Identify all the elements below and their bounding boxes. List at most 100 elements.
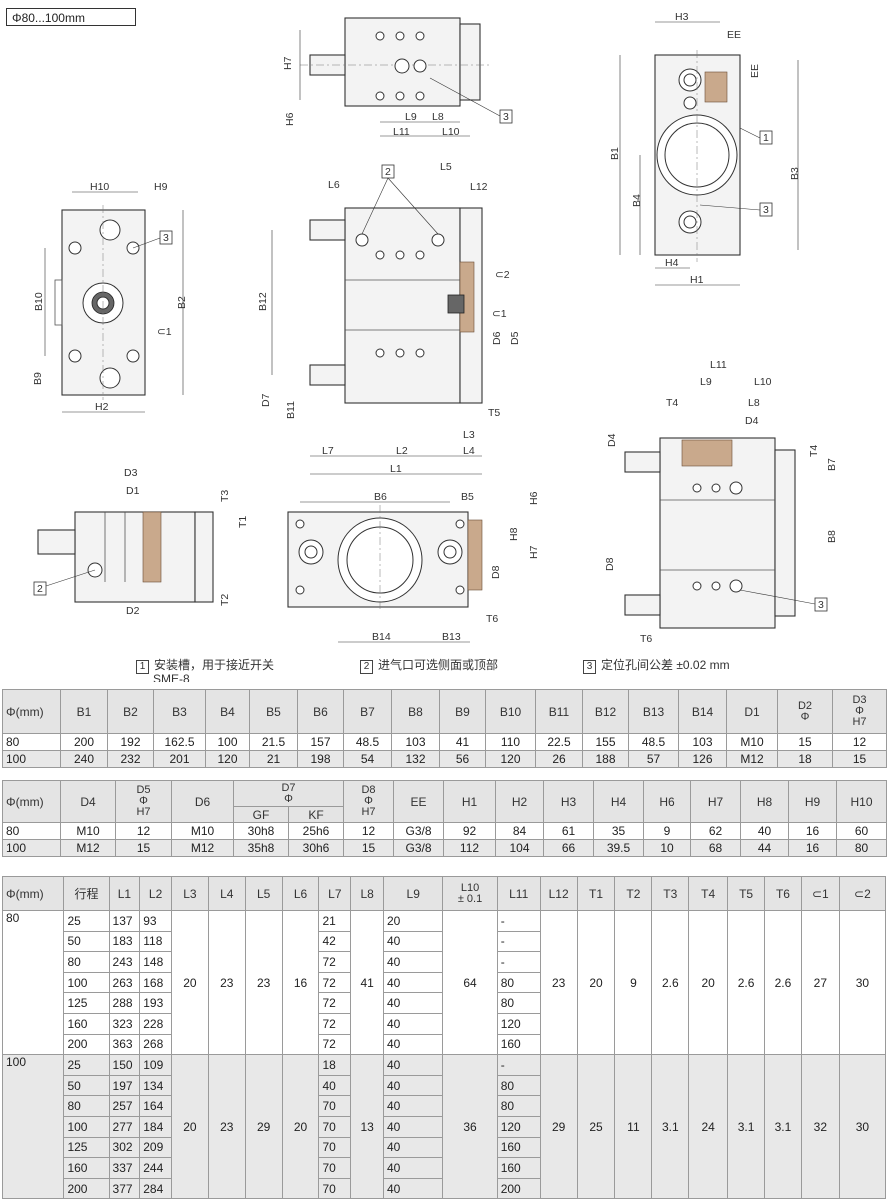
table2-header-cell: H4 (593, 780, 644, 823)
dim-H1: H1 (690, 274, 704, 286)
table3-cell: 228 (139, 1012, 172, 1035)
table3-merged-cell: 2.6 (727, 909, 766, 1056)
dim-L3: L3 (463, 429, 475, 441)
legend-text-3: 定位孔间公差 ±0.02 mm (601, 658, 730, 672)
view-side-rod-lower (309, 364, 346, 386)
table2-subheader-cell: GF (233, 806, 289, 823)
table2-cell: 104 (495, 839, 544, 857)
table3-header-cell: L3 (170, 876, 209, 911)
table3-cell: 160 (496, 1033, 541, 1056)
technical-drawings: H7 H6 L9 L8 L11 L10 3 B1 B3 B4 H3 EE EE … (32, 11, 838, 645)
table2-cell: 80 (2, 822, 61, 840)
table1-cell: 56 (439, 750, 486, 768)
table1-header-cell: B7 (343, 689, 392, 734)
table1-cell: 110 (485, 733, 536, 751)
table3-cell: 377 (108, 1177, 141, 1200)
table3-merged-cell: 20 (170, 909, 209, 1056)
view-right-body (659, 437, 776, 629)
table1-cell: 57 (628, 750, 679, 768)
series-label: Φ80...100mm (6, 8, 136, 26)
table3-stroke-cell: 100 (63, 1115, 110, 1138)
table1-cell: 120 (205, 750, 250, 768)
table1-cell: 188 (582, 750, 629, 768)
dim-L6: L6 (328, 179, 340, 191)
table3-header-cell: 行程 (63, 876, 110, 911)
table3-merged-cell: 30 (838, 909, 887, 1056)
table2-header-cell: H8 (740, 780, 789, 823)
table3-cell: 148 (139, 951, 172, 973)
table2-cell: 112 (443, 839, 496, 857)
table1-cell: 21 (249, 750, 298, 768)
table3-cell: 40 (382, 971, 444, 994)
table1-cell: 126 (678, 750, 727, 768)
table3-cell: 209 (139, 1136, 172, 1159)
table3-cell: 183 (108, 930, 141, 953)
table1-header-cell: B10 (485, 689, 536, 734)
table3-header-cell: ⊂1 (800, 876, 840, 911)
table1-cell: 157 (297, 733, 344, 751)
table3-header-cell: T2 (614, 876, 653, 911)
table3-header-cell: T4 (688, 876, 729, 911)
table2-header-cell: H10 (836, 780, 887, 823)
table3-header-cell: T1 (576, 876, 616, 911)
table3-merged-cell: 11 (614, 1054, 653, 1200)
callout-2-side: 2 (385, 166, 391, 178)
table2-cell: 35h8 (233, 839, 289, 857)
table2-cell: 15 (343, 839, 394, 857)
table3-merged-cell: 3.1 (727, 1054, 766, 1200)
dim-L10-top: L10 (442, 126, 460, 138)
table2-cell: 62 (690, 822, 741, 840)
dim-H6-top: H6 (284, 112, 296, 126)
table2-cell: 12 (343, 822, 394, 840)
table1-header-cell: B9 (439, 689, 486, 734)
table1-cell: 198 (297, 750, 344, 768)
table3-merged-cell: 3.1 (651, 1054, 690, 1200)
table2-cell: 9 (643, 822, 691, 840)
view-right-rod-upper (624, 451, 661, 473)
port-1-front: ⊂1 (157, 326, 172, 338)
view-top: H7 H6 L9 L8 L11 L10 3 (282, 17, 513, 138)
table3-cell: 70 (318, 1157, 352, 1179)
table3-merged-cell: 29 (244, 1054, 283, 1200)
table3-cell: 120 (496, 1115, 541, 1138)
view-bottom-endplate (194, 511, 214, 603)
dim-T4-left: T4 (666, 397, 678, 409)
dim-D4-top: D4 (745, 415, 759, 427)
callout-2-bottom: 2 (37, 583, 43, 595)
table2-cell: 16 (788, 822, 837, 840)
table3-header-cell: L12 (539, 876, 578, 911)
view-bottom-rod (37, 529, 76, 555)
dim-L1: L1 (390, 463, 402, 475)
dim-L5: L5 (440, 161, 452, 173)
dim-D8-bottom: D8 (490, 565, 502, 579)
table3-merged-cell: 9 (614, 909, 653, 1056)
table3-merged-cell: 27 (800, 909, 840, 1056)
dim-L8-top: L8 (432, 111, 444, 123)
table3-cell: 40 (318, 1074, 352, 1097)
table3-header-cell: L9 (382, 876, 444, 911)
table3-cell: 80 (496, 1074, 541, 1097)
table3-cell: 337 (108, 1157, 141, 1179)
table1-header-cell: B1 (60, 689, 108, 734)
table3-cell: 197 (108, 1074, 141, 1097)
dim-EE: EE (727, 29, 741, 41)
table3-cell: 70 (318, 1115, 352, 1138)
table2-cell: 30h6 (288, 839, 344, 857)
dim-L11-top: L11 (393, 126, 410, 138)
dim-L9-right: L9 (700, 376, 712, 388)
table3-merged-cell: 2.6 (764, 909, 802, 1056)
table2-cell: 16 (788, 839, 837, 857)
table3-cell: 150 (108, 1054, 141, 1076)
dim-H10: H10 (90, 181, 109, 193)
table3-merged-cell: 20 (688, 909, 729, 1056)
table1-cell: 21.5 (249, 733, 298, 751)
table3-merged-cell: 30 (838, 1054, 887, 1200)
table3-header-cell: T6 (764, 876, 802, 911)
